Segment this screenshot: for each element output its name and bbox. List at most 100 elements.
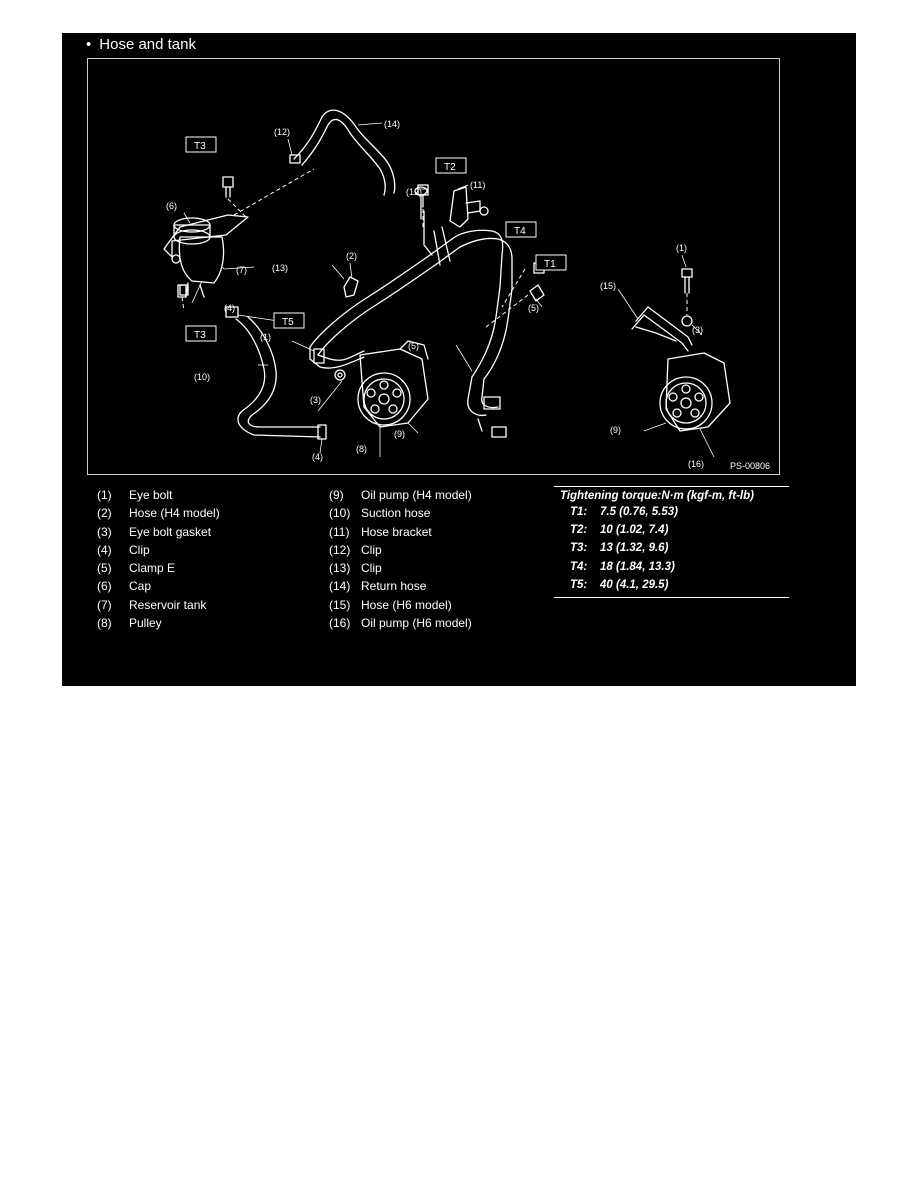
callout-14: (14) [384, 119, 400, 129]
callout-5-lower: (5) [408, 341, 419, 351]
legend-item-text: Cap [129, 579, 152, 594]
lower-hose-branch [467, 376, 507, 438]
legend-item: (9)Oil pump (H4 model) [329, 488, 549, 506]
legend-column-left: (1)Eye bolt(2) Hose (H4 model) (3)Eye bolt… [97, 488, 297, 634]
part-callouts: (12) (14) (12) (11) (6) (7) (13) (2) (4)… [166, 119, 770, 471]
torque-table: Tightening torque:N·m (kgf-m, ft-lb) T1:… [554, 486, 789, 598]
hose-bracket-part [449, 186, 489, 228]
legend-item: (16) Oil pump (H6 model) [329, 616, 549, 634]
torque-table-rows: T1:7.5 (0.76, 5.53)T2:10 (1.02, 7.4)T3:1… [554, 506, 789, 597]
hose-h6-part [631, 306, 693, 352]
clip-13-part [343, 276, 359, 298]
torque-tag-t5: T5 [282, 317, 294, 328]
legend-item: (12) Clip [329, 543, 549, 561]
clamp-5-upper [529, 284, 545, 302]
legend-item-text: Pulley [129, 616, 162, 631]
leader-lines [183, 122, 715, 458]
section-title: Hose and tank [99, 36, 196, 53]
legend-item: (8) Pulley [97, 616, 297, 634]
legend-item-number: (9) [329, 488, 344, 502]
clip-12-upper [289, 154, 301, 164]
bolt-t3-upper [222, 176, 234, 198]
legend-item-text: Suction hose [361, 506, 431, 521]
torque-table-bottom-rule [554, 596, 789, 598]
section-heading: • Hose and tank [86, 36, 196, 53]
torque-row-number: T3: [570, 542, 588, 555]
torque-row-text: 10 (1.02, 7.4) [600, 524, 669, 537]
legend-column-right: (9)Oil pump (H4 model)(10)Suction hose(1… [329, 488, 549, 634]
legend-item: (1)Eye bolt [97, 488, 297, 506]
legend-item-text: Hose (H6 model) [361, 597, 452, 612]
torque-table-title: Tightening torque:N·m (kgf-m, ft-lb) [560, 490, 754, 502]
exploded-view-figure: T3 T2 T4 T1 T3 T5 (12) (14) (12) (11) (6… [87, 58, 780, 475]
torque-tag-t5-box [273, 312, 305, 329]
torque-tag-boxes [185, 136, 567, 342]
callout-12-upper: (12) [274, 127, 290, 137]
oil-pump-h4-part [357, 340, 429, 428]
bullet-icon: • [86, 36, 92, 53]
gasket-3-h6 [681, 315, 693, 327]
legend-item-number: (8) [97, 616, 112, 631]
torque-row: T3: 13 (1.32, 9.6) [554, 542, 789, 560]
torque-row-number: T4: [570, 560, 588, 573]
legend-item-text: Clip [129, 542, 150, 557]
torque-tag-t1: T1 [544, 259, 556, 270]
return-hose-part [289, 109, 396, 196]
torque-row: T4: 18 (1.84, 13.3) [554, 561, 789, 579]
legend-item-text: Return hose [361, 579, 427, 594]
legend-item-number: (6) [97, 579, 112, 594]
exploded-view-drawing: T3 T2 T4 T1 T3 T5 (12) (14) (12) (11) (6… [163, 109, 770, 471]
legend-item-number: (12) [329, 542, 351, 557]
callout-5-upper: (5) [528, 303, 539, 313]
legend-item-text: Clip [361, 542, 382, 557]
clip-12-lower [414, 186, 428, 220]
torque-tag-t1-box [535, 254, 567, 271]
suction-hose-part [225, 306, 327, 440]
legend-item-text: Clip [361, 561, 382, 576]
callout-11: (11) [470, 180, 485, 190]
torque-tag-t3-lower: T3 [194, 330, 206, 341]
legend-item: (15)Hose (H6 model) [329, 598, 549, 616]
legend-item-number: (3) [97, 524, 112, 539]
callout-3-h6: (3) [692, 325, 703, 335]
legend-item-number: (7) [97, 597, 112, 612]
callout-4-upper: (4) [224, 303, 235, 313]
callout-13: (13) [272, 263, 288, 273]
callout-7: (7) [236, 265, 247, 275]
legend-item-text: Oil pump (H6 model) [361, 616, 472, 631]
pressure-hose-part [309, 210, 513, 380]
torque-row-text: 13 (1.32, 9.6) [600, 542, 669, 555]
legend-item: (2) Hose (H4 model) [97, 506, 297, 524]
legend-item-number: (14) [329, 579, 351, 594]
torque-row-text: 7.5 (0.76, 5.53) [600, 506, 678, 518]
torque-row-text: 18 (1.84, 13.3) [600, 560, 675, 573]
legend-item: (6) Cap [97, 579, 297, 597]
callout-10: (10) [194, 372, 210, 382]
torque-tag-t4-box [505, 221, 537, 238]
callout-8: (8) [356, 444, 367, 454]
pulley-part [357, 372, 411, 426]
torque-tag-t4: T4 [514, 226, 526, 237]
legend-item-number: (11) [329, 524, 350, 539]
legend-item: (3)Eye bolt gasket [97, 525, 297, 543]
callout-4-lower: (4) [312, 452, 323, 462]
legend-item-number: (16) [329, 616, 351, 631]
torque-table-top-rule [554, 486, 789, 487]
eye-bolt-h6-part [681, 268, 693, 327]
legend-item-text: Hose bracket [361, 524, 432, 539]
legend-item-number: (2) [97, 506, 112, 521]
callout-15: (15) [600, 281, 616, 291]
legend-item: (7)Reservoir tank [97, 598, 297, 616]
callout-1-h6: (1) [676, 243, 687, 253]
callout-6: (6) [166, 201, 177, 211]
torque-row: T5:40 (4.1, 29.5) [554, 579, 789, 597]
reservoir-tank-part [163, 214, 249, 298]
callout-2: (2) [346, 251, 357, 261]
legend-item-text: Hose (H4 model) [129, 506, 220, 521]
torque-tag-t2-box [435, 157, 467, 174]
eye-bolt-h4-part [313, 348, 346, 381]
legend-item-number: (1) [97, 488, 112, 502]
torque-row-number: T5: [570, 578, 588, 591]
callout-3-h4: (3) [310, 395, 321, 405]
legend-item: (13)Clip [329, 561, 549, 579]
